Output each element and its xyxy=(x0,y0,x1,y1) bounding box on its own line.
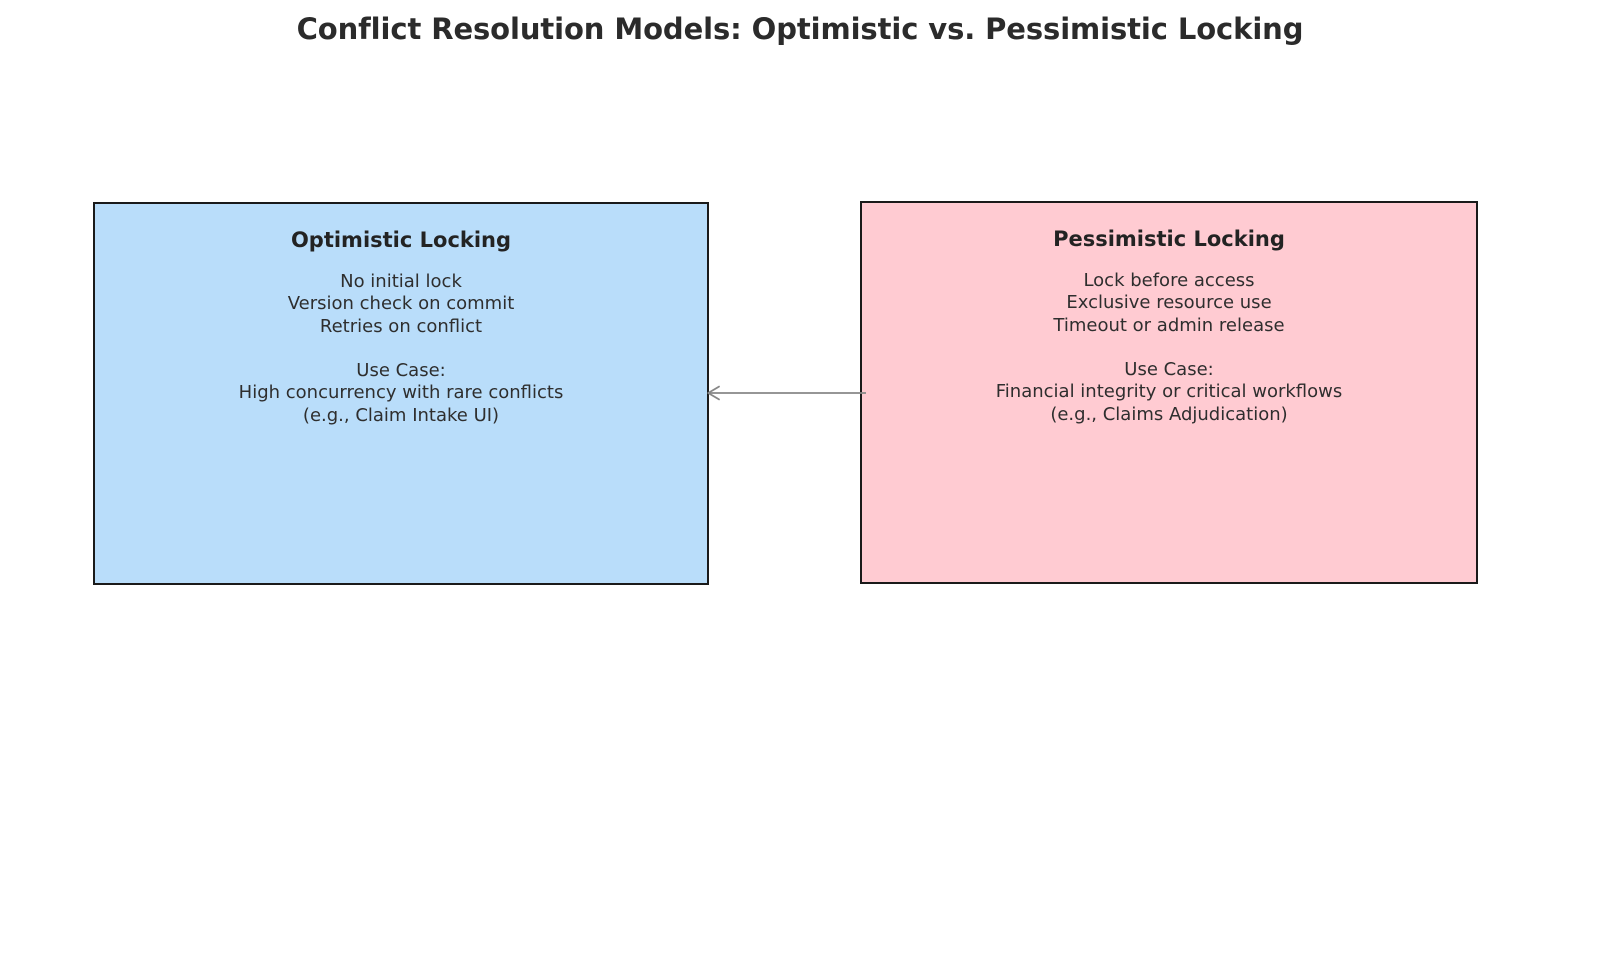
connector-arrow xyxy=(705,378,867,408)
concept-box-pessimistic[interactable]: Pessimistic Locking Lock before access E… xyxy=(860,201,1478,584)
box-line-spacer xyxy=(862,337,1476,359)
concept-box-optimistic-body: No initial lock Version check on commit … xyxy=(95,271,707,427)
box-line-use-case-label: Use Case: xyxy=(1124,359,1214,381)
box-line: Financial integrity or critical workflow… xyxy=(995,381,1343,403)
box-line: High concurrency with rare conflicts xyxy=(238,382,564,404)
concept-box-pessimistic-body: Lock before access Exclusive resource us… xyxy=(862,270,1476,426)
box-line-spacer xyxy=(95,338,707,360)
box-line: Timeout or admin release xyxy=(1053,314,1285,336)
box-line: No initial lock xyxy=(340,271,462,292)
box-line: Exclusive resource use xyxy=(1066,292,1272,314)
box-line: (e.g., Claim Intake UI) xyxy=(302,404,500,426)
box-line: (e.g., Claims Adjudication) xyxy=(1050,403,1288,425)
box-line-use-case-label: Use Case: xyxy=(356,360,446,382)
page-title: Conflict Resolution Models: Optimistic v… xyxy=(296,12,1304,46)
concept-box-optimistic[interactable]: Optimistic Locking No initial lock Versi… xyxy=(93,202,709,585)
box-line: Lock before access xyxy=(1083,270,1255,291)
box-line: Retries on conflict xyxy=(319,315,483,337)
concept-box-optimistic-heading: Optimistic Locking xyxy=(290,228,512,252)
concept-box-pessimistic-heading: Pessimistic Locking xyxy=(1053,227,1285,251)
concept-box-pessimistic-content: Pessimistic Locking Lock before access E… xyxy=(862,215,1476,426)
concept-box-optimistic-content: Optimistic Locking No initial lock Versi… xyxy=(95,216,707,427)
arrow-left-icon xyxy=(707,385,866,401)
box-line: Version check on commit xyxy=(287,293,515,315)
